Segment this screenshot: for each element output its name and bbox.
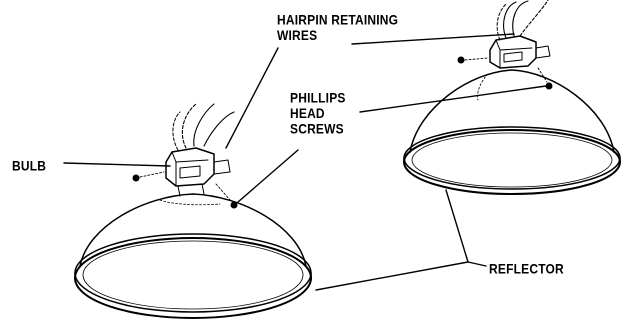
label-hairpin-line-2: WIRES: [277, 28, 398, 44]
screw-leader-left: [238, 150, 298, 202]
label-phillips-line-1: PHILLIPS: [290, 90, 346, 106]
leader-lines: [64, 34, 546, 290]
label-phillips-line-3: SCREWS: [290, 121, 346, 137]
bulb-leader: [64, 163, 170, 166]
reflector-leader-right: [446, 190, 486, 266]
label-phillips-line-2: HEAD: [290, 106, 346, 122]
label-reflector: REFLECTOR: [489, 261, 564, 277]
reflector-leader-left: [316, 262, 468, 290]
label-phillips-head-screws: PHILLIPS HEAD SCREWS: [290, 90, 346, 137]
label-bulb: BULB: [12, 158, 46, 174]
left-socket-assembly: [133, 104, 237, 208]
hairpin-leader-left: [226, 48, 278, 148]
label-hairpin-line-1: HAIRPIN RETAINING: [277, 12, 398, 28]
right-reflector: [404, 70, 620, 194]
label-hairpin-retaining-wires: HAIRPIN RETAINING WIRES: [277, 12, 398, 43]
screw-leader-right: [360, 86, 546, 112]
left-reflector: [75, 194, 311, 318]
